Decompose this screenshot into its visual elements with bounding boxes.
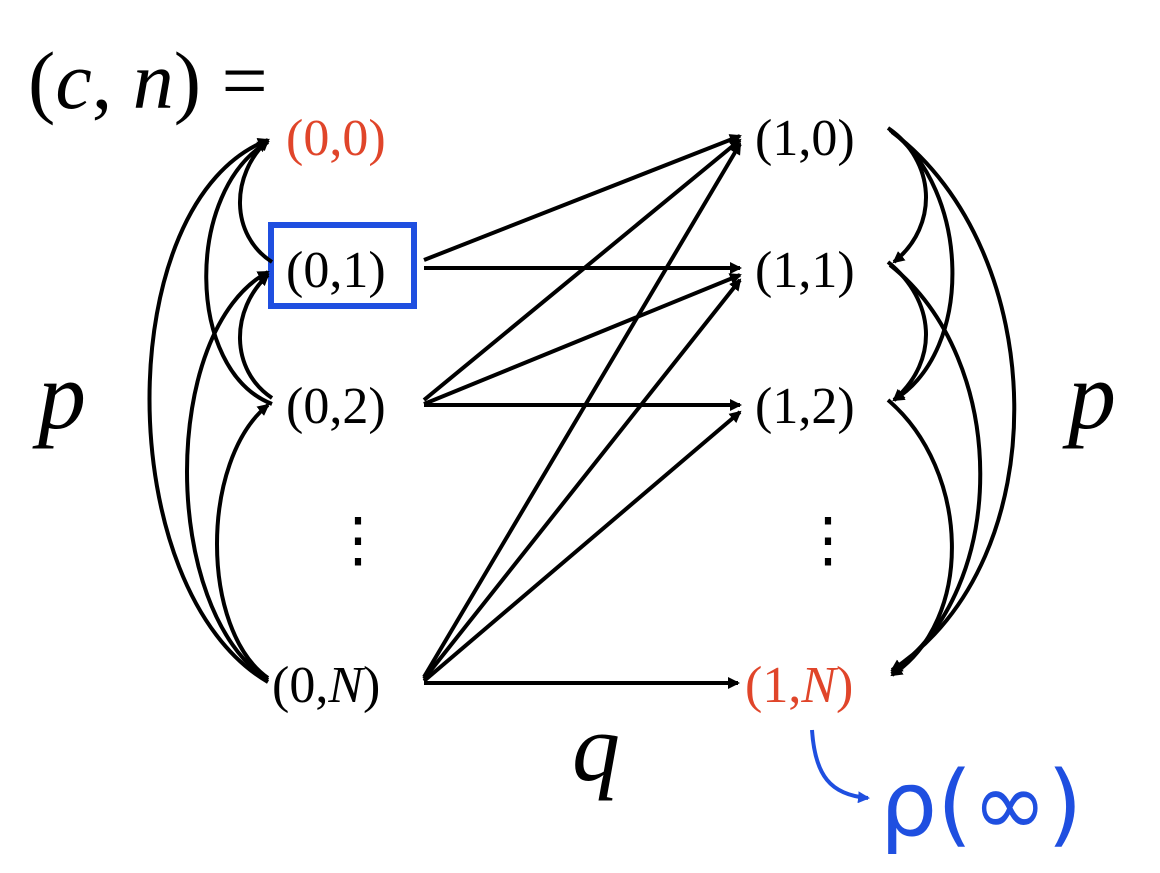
ellipsis-right: ⋮ [798,507,858,573]
arrow-02-to-11 [423,273,742,406]
p-transitions-right [886,126,1017,677]
arrow-02-to-01 [238,273,274,400]
state-notation-header: (c, n) = [28,35,268,126]
label-q: q [572,694,620,801]
arrow-10-to-12 [888,128,955,402]
label-p-right: p [1062,342,1116,449]
arrow-01-to-00 [238,138,274,264]
ellipsis-left: ⋮ [328,507,388,573]
arrow-0N-to-10 [422,142,742,679]
node-1-0: (1,0) [755,110,855,167]
node-1-1: (1,1) [755,242,855,299]
highlight-box-0-1 [268,222,417,309]
arrow-12-to-1N [886,398,954,677]
node-0-1: (0,1) [286,242,386,299]
output-rho-infinity: ρ(∞) [880,752,1082,857]
arrow-02-to-00 [204,140,273,406]
output-arrow [810,729,870,804]
node-1-2: (1,2) [755,378,855,435]
node-0-2: (0,2) [286,378,386,435]
arrow-0N-to-00 [147,137,270,684]
arrow-02-to-10 [422,138,742,402]
arrow-01-to-10 [423,134,742,262]
label-p-left: p [32,342,86,449]
q-transitions [422,134,742,689]
arrow-0N-to-01 [185,270,270,682]
arrow-10-to-1N [890,130,1017,672]
arrow-0N-to-11 [422,278,742,681]
node-0-0: (0,0) [286,110,386,167]
arrow-0N-to-12 [422,410,742,683]
node-0-N: (0,N) [272,657,380,714]
p-transitions-left [147,137,274,684]
arrow-0N-to-02 [215,403,270,680]
node-1-N: (1,N) [745,657,853,714]
